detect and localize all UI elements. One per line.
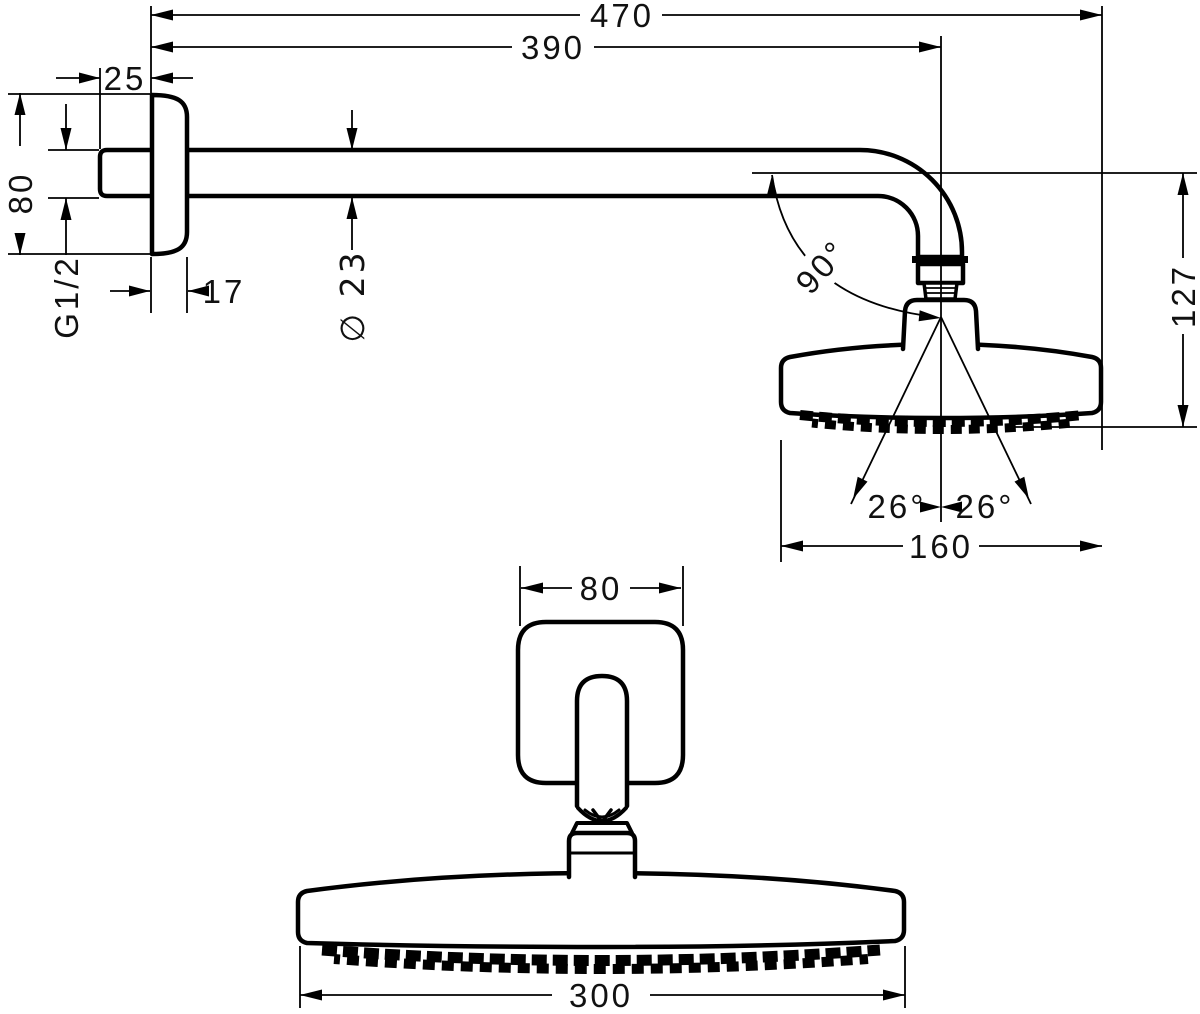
arrow-90-top: [766, 175, 778, 197]
extension-lines: [8, 6, 1197, 1008]
arrow-26-center-right: [941, 501, 962, 513]
dim-label-26-right: 26°: [956, 488, 1015, 525]
dim-label-160: 160: [909, 528, 973, 565]
arrow-160-right: [1080, 540, 1102, 552]
dim-label-80-side: 80: [2, 172, 39, 215]
arrow-470-left: [151, 9, 173, 21]
spray-line-right: [940, 316, 1032, 505]
arrow-390-right: [919, 41, 941, 53]
front-escutcheon-ext-lines: [519, 566, 684, 626]
spray-line-left: [850, 316, 942, 505]
dim-label-80-front: 80: [580, 570, 623, 607]
dim-label-dia23: ∅ 23: [333, 249, 372, 342]
dim-label-17: 17: [203, 273, 246, 310]
arrow-80front-right: [659, 582, 681, 594]
connector-nut-front: [566, 830, 638, 880]
arrowheads: [14, 9, 1189, 1001]
dim-label-127: 127: [1165, 264, 1200, 328]
ball-joint-inner: [583, 808, 621, 819]
arrow-26-center-left: [920, 501, 941, 513]
dim-label-300: 300: [569, 977, 633, 1014]
dim-label-25: 25: [104, 60, 147, 97]
dim-label-26-left: 26°: [868, 488, 927, 525]
side-view-part: [97, 92, 1104, 434]
nut-flange-front: [570, 821, 634, 835]
label-90-mask: [777, 220, 867, 314]
arrow-17-left: [129, 285, 150, 297]
dim-label-470: 470: [590, 0, 654, 34]
arrow-300-right: [883, 989, 905, 1001]
shower-arm-shape: [184, 147, 965, 260]
arrow-127-bottom: [1177, 405, 1189, 427]
arrow-dia23-bottom: [346, 197, 358, 219]
arrow-17-right: [188, 285, 209, 297]
nozzles-front-row1: [321, 944, 881, 966]
arrow-25-right: [151, 72, 173, 84]
arm-front-shape: [574, 673, 630, 809]
front-head-ext-lines: [299, 946, 906, 1008]
arrow-26-spray-left: [853, 476, 868, 499]
arrow-80-top: [14, 93, 26, 115]
escutcheon-side-shape: [149, 92, 190, 257]
front-view-part: [295, 619, 907, 974]
wall-stub-shape: [97, 147, 155, 199]
dim-label-g12: G1/2: [48, 255, 85, 339]
arrow-300-left: [300, 989, 322, 1001]
dimension-lines: [19, 14, 1184, 996]
arrow-127-top: [1177, 173, 1189, 195]
nozzles-front-row2: [333, 954, 869, 974]
arrow-390-left: [151, 41, 173, 53]
arrow-470-right: [1080, 9, 1102, 21]
arrow-80-bottom: [14, 233, 26, 255]
arrow-g12-bottom: [60, 198, 72, 220]
arrow-g12-top: [60, 128, 72, 150]
arrow-dia23-top: [346, 128, 358, 150]
arrow-25-left: [79, 72, 100, 84]
arrow-26-spray-right: [1014, 476, 1029, 499]
dim-label-390: 390: [521, 29, 585, 66]
arrow-80front-left: [521, 582, 543, 594]
arrow-160-left: [781, 540, 803, 552]
shower-head-front-shape: [295, 870, 907, 950]
arrow-90-end: [918, 310, 941, 322]
